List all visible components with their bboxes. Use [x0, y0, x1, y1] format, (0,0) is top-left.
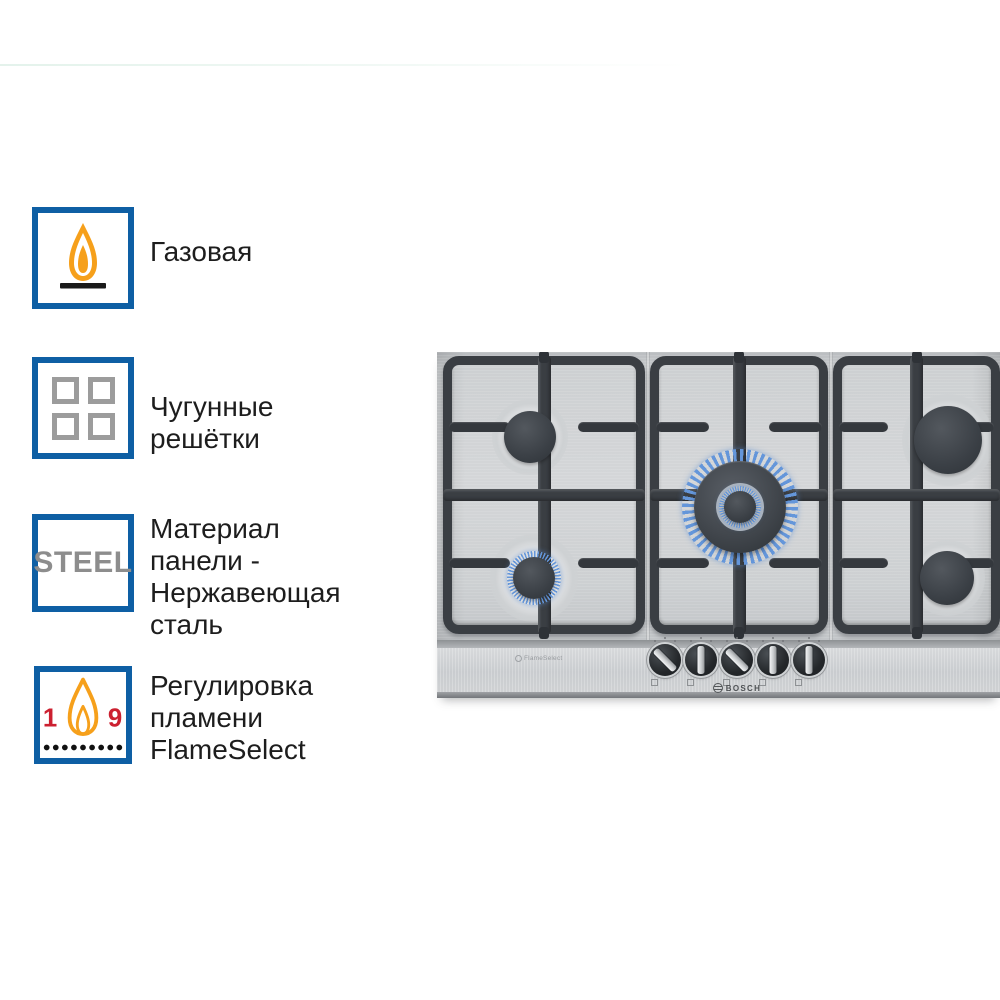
burner-cap — [920, 551, 974, 605]
feature-label: Газовая — [150, 236, 252, 268]
grate-bar — [839, 422, 889, 432]
burner-position-icon — [759, 679, 766, 686]
feature-label-line: пламени — [150, 702, 263, 733]
control-knob[interactable] — [757, 637, 789, 676]
control-knob[interactable] — [649, 637, 681, 676]
cast-iron-grates-icon — [32, 357, 134, 459]
grate-bar — [578, 558, 639, 568]
burner-position-icon — [795, 679, 802, 686]
flameselect-etching-text: FlameSelect — [524, 655, 563, 662]
gas-flame-icon-art — [60, 223, 106, 289]
control-knob[interactable] — [721, 637, 753, 676]
feature-label: Чугунные решётки — [150, 391, 274, 455]
flameselect-etching: FlameSelect — [515, 655, 562, 662]
knob-scale-marks — [808, 637, 810, 639]
grate-foot — [539, 627, 549, 639]
burner-position-icon — [687, 679, 694, 686]
flameselect-etching-icon — [515, 655, 522, 662]
bosch-logo: BOSCH — [707, 683, 767, 693]
grate-foot — [734, 627, 744, 639]
feature-label-line: Газовая — [150, 236, 253, 267]
feature-label-line: FlameSelect — [150, 734, 306, 765]
grate-bar — [656, 422, 709, 432]
knob-handle — [769, 646, 777, 674]
flameselect-dots — [43, 744, 123, 751]
bosch-logo-text: BOSCH — [725, 683, 762, 693]
grate-bar — [769, 558, 822, 568]
steel-badge-text: STEEL — [33, 546, 133, 579]
grate-bar — [578, 422, 639, 432]
grate-bar — [656, 558, 709, 568]
knob-handle — [652, 647, 678, 673]
burner-position-icon — [651, 679, 658, 686]
knob-scale-marks — [736, 637, 738, 639]
surface-seam — [646, 352, 650, 640]
feature-label-line: сталь — [150, 609, 224, 640]
grate-bar — [833, 489, 1000, 501]
hob-photo: FlameSelect BOSCH — [437, 352, 1000, 698]
bosch-anchor-icon — [712, 683, 723, 693]
flameselect-min-level: 1 — [43, 704, 57, 732]
burner-cap — [914, 406, 982, 474]
feature-label-line: Нержавеющая — [150, 577, 341, 608]
burner-cap — [513, 557, 555, 599]
burner-cap — [504, 411, 556, 463]
control-knob[interactable] — [685, 637, 717, 676]
hob-front-edge — [437, 640, 1000, 648]
grate-bar — [839, 558, 889, 568]
flameselect-icon: 1 9 — [34, 666, 132, 764]
grate-foot — [539, 352, 549, 363]
grate-bar — [769, 422, 822, 432]
control-knob[interactable] — [793, 637, 825, 676]
knob-scale-marks — [700, 637, 702, 639]
flameselect-icon-art: 1 9 — [43, 677, 123, 751]
grates-grid-art — [51, 376, 115, 440]
feature-label-line: Чугунные решётки — [150, 391, 274, 454]
hob-bottom-edge — [437, 692, 1000, 698]
gas-flame-icon — [32, 207, 134, 309]
grate-foot — [911, 627, 922, 639]
knob-handle — [724, 647, 750, 673]
grate-bar — [443, 489, 645, 501]
knob-handle — [697, 646, 705, 674]
flameselect-max-level: 9 — [108, 704, 122, 732]
feature-label-line: Материал панели - — [150, 513, 280, 576]
steel-badge-icon: STEEL — [32, 514, 134, 612]
knob-scale-marks — [772, 637, 774, 639]
grate-bar — [449, 422, 510, 432]
surface-seam — [829, 352, 833, 640]
grate-bar — [449, 558, 510, 568]
grate-section-right — [833, 352, 1000, 639]
feature-label-line: Регулировка — [150, 670, 314, 701]
grate-foot — [911, 352, 922, 363]
knob-scale-marks — [664, 637, 666, 639]
divider-line — [0, 64, 690, 66]
burner-position-icon — [723, 679, 730, 686]
grate-foot — [734, 352, 744, 363]
knob-handle — [805, 646, 813, 674]
burner-cap — [724, 491, 756, 523]
